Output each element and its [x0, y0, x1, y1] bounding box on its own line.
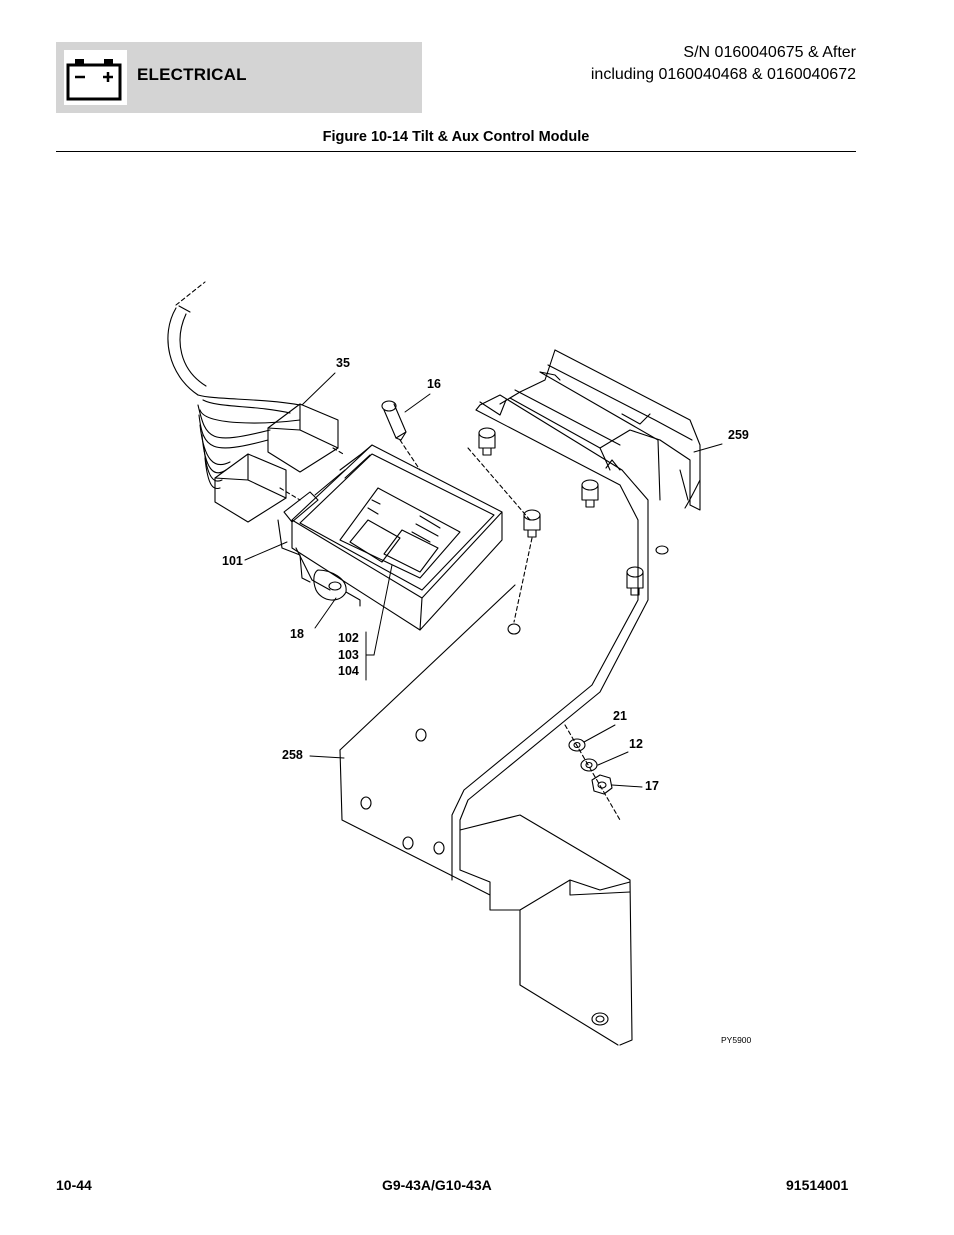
header-divider [56, 151, 856, 152]
callout-35: 35 [336, 356, 350, 370]
callout-12: 12 [629, 737, 643, 751]
control-module [277, 444, 503, 631]
callout-104: 104 [338, 664, 359, 678]
serial-number-range: S/N 0160040675 & After including 0160040… [591, 42, 856, 86]
model-number: G9-43A/G10-43A [382, 1177, 492, 1193]
screw-16 [381, 400, 421, 471]
serial-line-1: S/N 0160040675 & After [683, 44, 856, 61]
callout-101: 101 [222, 554, 243, 568]
callout-102: 102 [338, 631, 359, 645]
callout-18: 18 [290, 627, 304, 641]
battery-icon [64, 50, 127, 105]
connector-upper [267, 403, 339, 473]
section-header-tab: ELECTRICAL [56, 42, 422, 113]
serial-line-2: including 0160040468 & 0160040672 [590, 66, 856, 83]
connector-lower [214, 453, 287, 523]
leader-lines [244, 372, 723, 788]
motor-bracket [451, 394, 669, 881]
publication-number: 91514001 [786, 1177, 849, 1193]
callout-259: 259 [728, 428, 749, 442]
section-title: ELECTRICAL [137, 65, 247, 84]
motor-259 [499, 349, 701, 511]
callout-258: 258 [282, 748, 303, 762]
page-number: 10-44 [56, 1177, 92, 1193]
callout-103: 103 [338, 648, 359, 662]
hardware-stack [564, 724, 621, 821]
mounting-bracket-258 [339, 584, 633, 1046]
callout-21: 21 [613, 709, 627, 723]
illustration-code: PY5900 [721, 1035, 752, 1045]
wire-harness [167, 281, 301, 490]
callout-17: 17 [645, 779, 659, 793]
figure-title: Figure 10-14 Tilt & Aux Control Module [322, 129, 590, 145]
callout-16: 16 [427, 377, 441, 391]
